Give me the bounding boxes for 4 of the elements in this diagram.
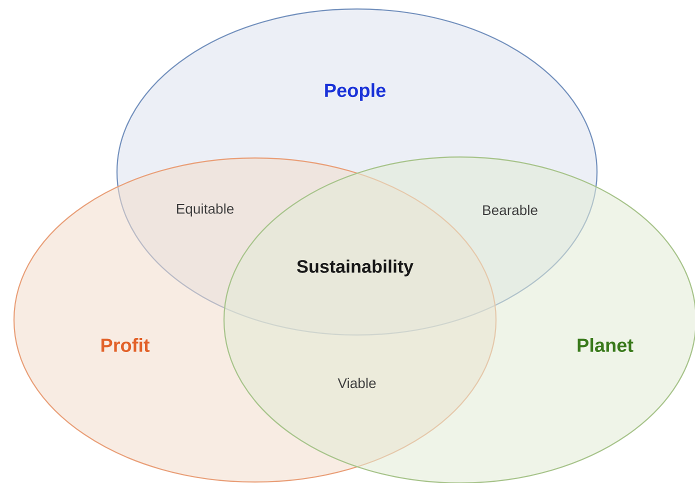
region-label: Sustainability [297, 260, 414, 276]
region-label: Bearable [483, 204, 538, 216]
region-label: Viable [338, 378, 376, 388]
region-label: Equitable [176, 203, 234, 217]
